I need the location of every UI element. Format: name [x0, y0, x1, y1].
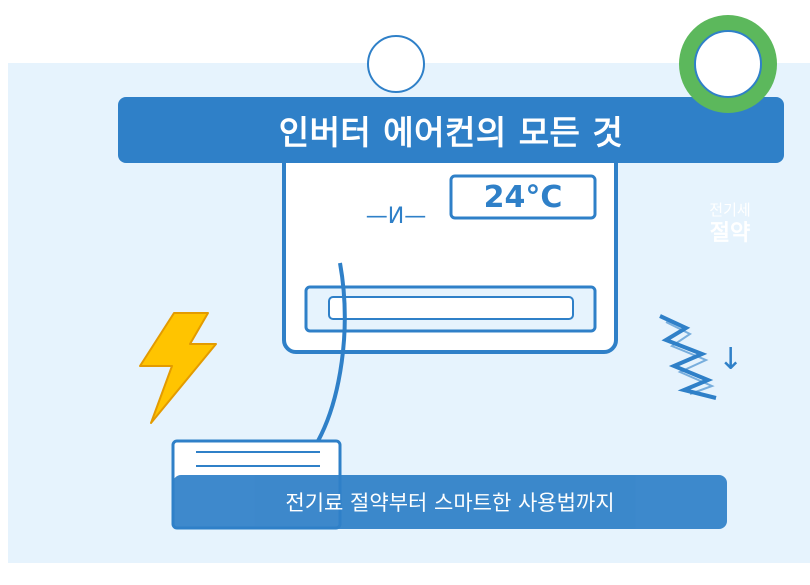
vent-slot — [328, 296, 574, 320]
down-arrow-icon: ↓ — [718, 342, 744, 377]
savings-label: 전기세 절약 — [690, 201, 770, 247]
title-banner: 인버터 에어컨의 모든 것 — [118, 97, 784, 163]
temperature-readout: 24°C — [483, 179, 563, 215]
inverter-symbol: —И— — [365, 204, 427, 229]
page-title: 인버터 에어컨의 모든 것 — [278, 113, 624, 152]
lightning-icon — [139, 312, 217, 424]
ring-center — [694, 30, 762, 98]
zigzag-shadow — [665, 321, 715, 395]
subtitle: 전기료 절약부터 스마트한 사용법까지 — [285, 491, 615, 515]
temperature-display — [449, 174, 597, 220]
circle-icon — [367, 35, 425, 93]
connecting-cable — [316, 262, 347, 442]
savings-label-line1: 전기세 — [709, 201, 751, 219]
savings-label-line2: 절약 — [709, 220, 751, 246]
subtitle-banner: 전기료 절약부터 스마트한 사용법까지 — [173, 475, 727, 529]
